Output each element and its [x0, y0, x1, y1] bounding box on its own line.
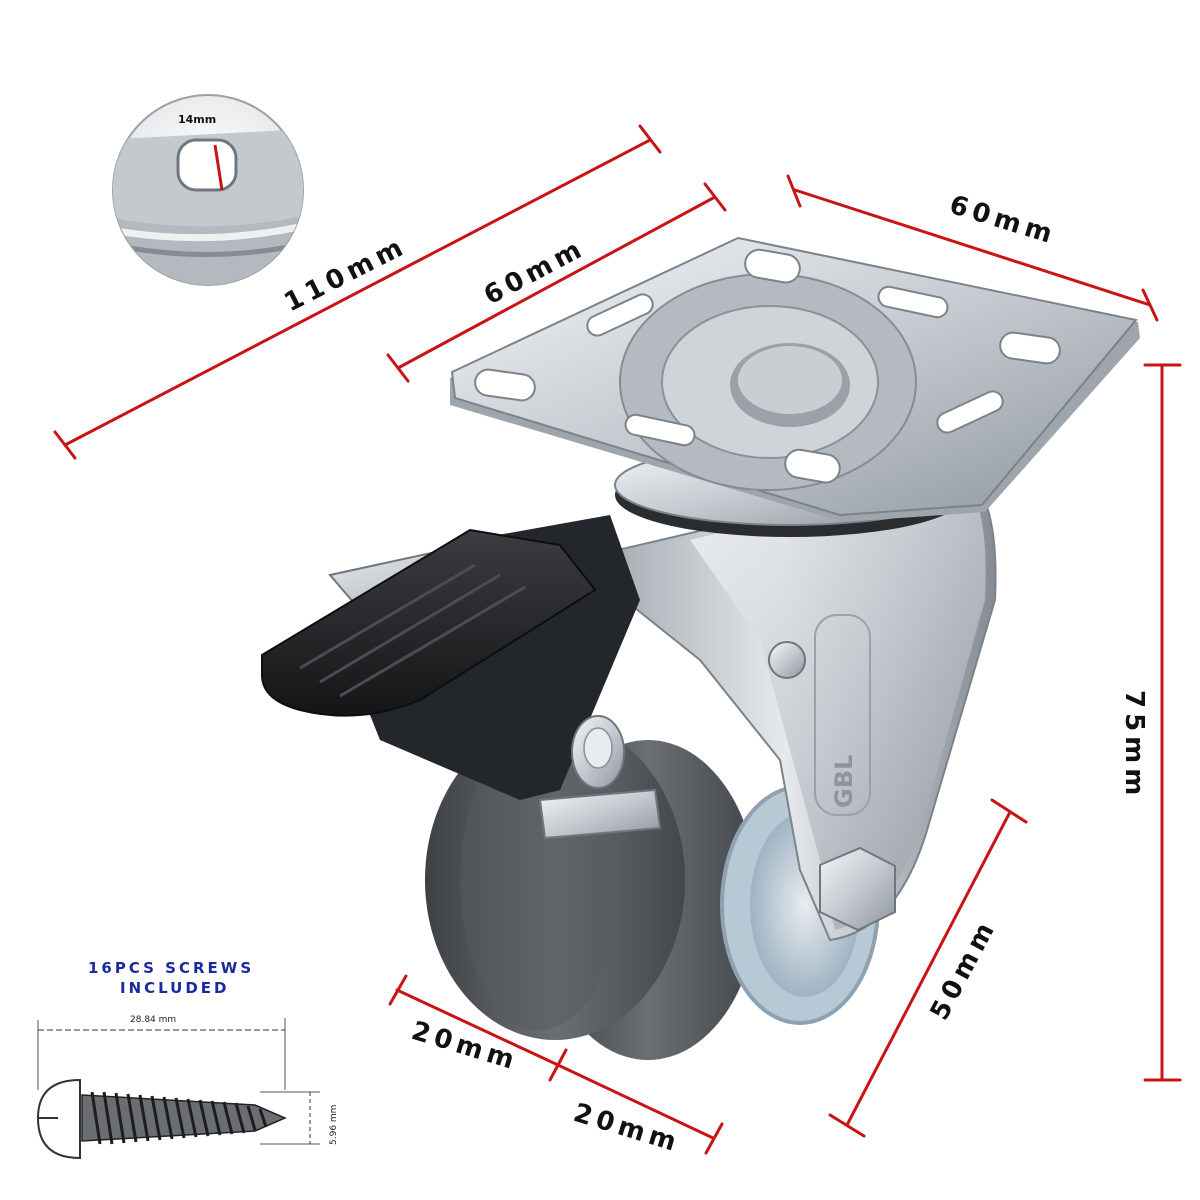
screw-diameter-label: 5.96 mm: [329, 1105, 339, 1145]
screw-info: 16PCS SCREWS INCLUDED 28.84 mm: [36, 959, 339, 1160]
dim-line-60mm-length: [396, 195, 717, 370]
dim-label-75mm: 75mm: [1119, 690, 1149, 800]
screw-note-line2: INCLUDED: [120, 979, 230, 997]
dimension-lines: [53, 124, 1182, 1155]
brake-pedal: [261, 515, 662, 840]
fork-rivet: [768, 641, 806, 679]
dim-label-50mm: 50mm: [925, 914, 1003, 1026]
dim-label-60mm-width: 60mm: [946, 190, 1060, 251]
screw-length-label: 28.84 mm: [130, 1015, 176, 1025]
axle-nut: [819, 846, 896, 932]
brand-plate: [814, 614, 871, 816]
hole-detail-inset: 14mm: [112, 94, 304, 286]
screw-drawing: 28.84 mm: [36, 1015, 339, 1160]
mounting-plate: [450, 236, 1140, 522]
screw-note-line1: 16PCS SCREWS: [88, 959, 254, 977]
dim-line-20mm-left: [395, 988, 560, 1067]
dim-line-110mm: [63, 138, 652, 447]
dim-line-20mm-right: [556, 1063, 715, 1140]
hole-size-label: 14mm: [178, 113, 216, 126]
caster-wheel-illustration: GBL: [261, 236, 1140, 1060]
dim-line-50mm: [845, 810, 1012, 1127]
brand-logo: GBL: [830, 755, 858, 808]
dim-line-60mm-width: [793, 188, 1152, 307]
dim-label-20mm-right: 20mm: [570, 1098, 684, 1159]
